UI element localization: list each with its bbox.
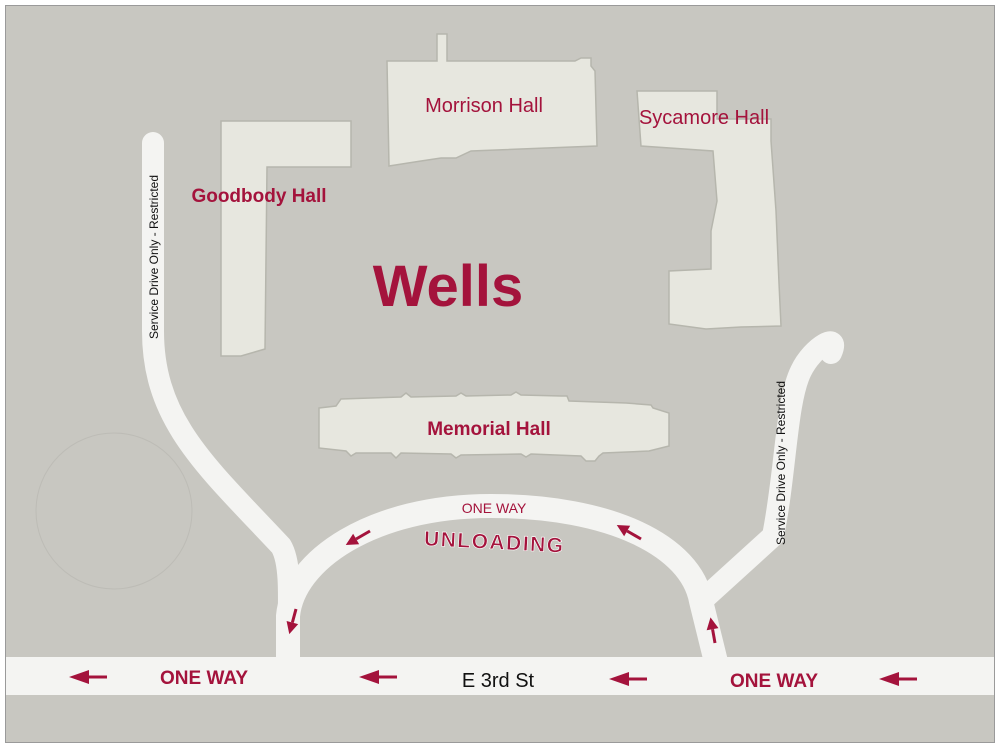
arrow-down-icon	[286, 608, 299, 635]
east-service-drive	[696, 331, 844, 607]
lawn-circle	[35, 432, 193, 590]
roads	[6, 132, 994, 695]
labels: Wells Morrison Hall Sycamore Hall Goodbo…	[147, 95, 818, 692]
unloading-label: UNLOADING	[423, 527, 565, 557]
memorial-hall-label: Memorial Hall	[427, 419, 551, 440]
east-service-drive-label: Service Drive Only - Restricted	[774, 381, 788, 545]
campus-name-label: Wells	[373, 254, 523, 319]
goodbody-hall-building	[220, 120, 352, 357]
traffic-arrows	[69, 525, 917, 686]
arrow-up-icon	[706, 617, 719, 644]
goodbody-hall-label: Goodbody Hall	[191, 186, 326, 207]
west-service-drive-label: Service Drive Only - Restricted	[147, 175, 161, 339]
arrow-left-icon	[69, 670, 107, 684]
campus-map: Wells Morrison Hall Sycamore Hall Goodbo…	[5, 5, 995, 743]
arrow-left-icon	[879, 672, 917, 686]
one-way-label-east: ONE WAY	[730, 671, 818, 692]
morrison-hall-label: Morrison Hall	[425, 95, 543, 117]
sycamore-hall-building	[636, 90, 782, 330]
arrow-down-left-icon	[345, 529, 371, 545]
map-canvas: Wells Morrison Hall Sycamore Hall Goodbo…	[6, 33, 994, 695]
arrow-up-left-icon	[616, 525, 642, 541]
unloading-loop	[276, 494, 729, 678]
arrow-left-icon	[359, 670, 397, 684]
arrow-left-icon	[609, 672, 647, 686]
street-name-label: E 3rd St	[462, 670, 535, 692]
buildings	[220, 33, 782, 462]
one-way-loop-label: ONE WAY	[462, 500, 527, 516]
sycamore-hall-label: Sycamore Hall	[639, 107, 769, 129]
one-way-label-west: ONE WAY	[160, 668, 248, 689]
memorial-hall-building	[318, 391, 670, 462]
morrison-hall-building	[386, 33, 598, 167]
e-3rd-st-road	[6, 657, 994, 695]
